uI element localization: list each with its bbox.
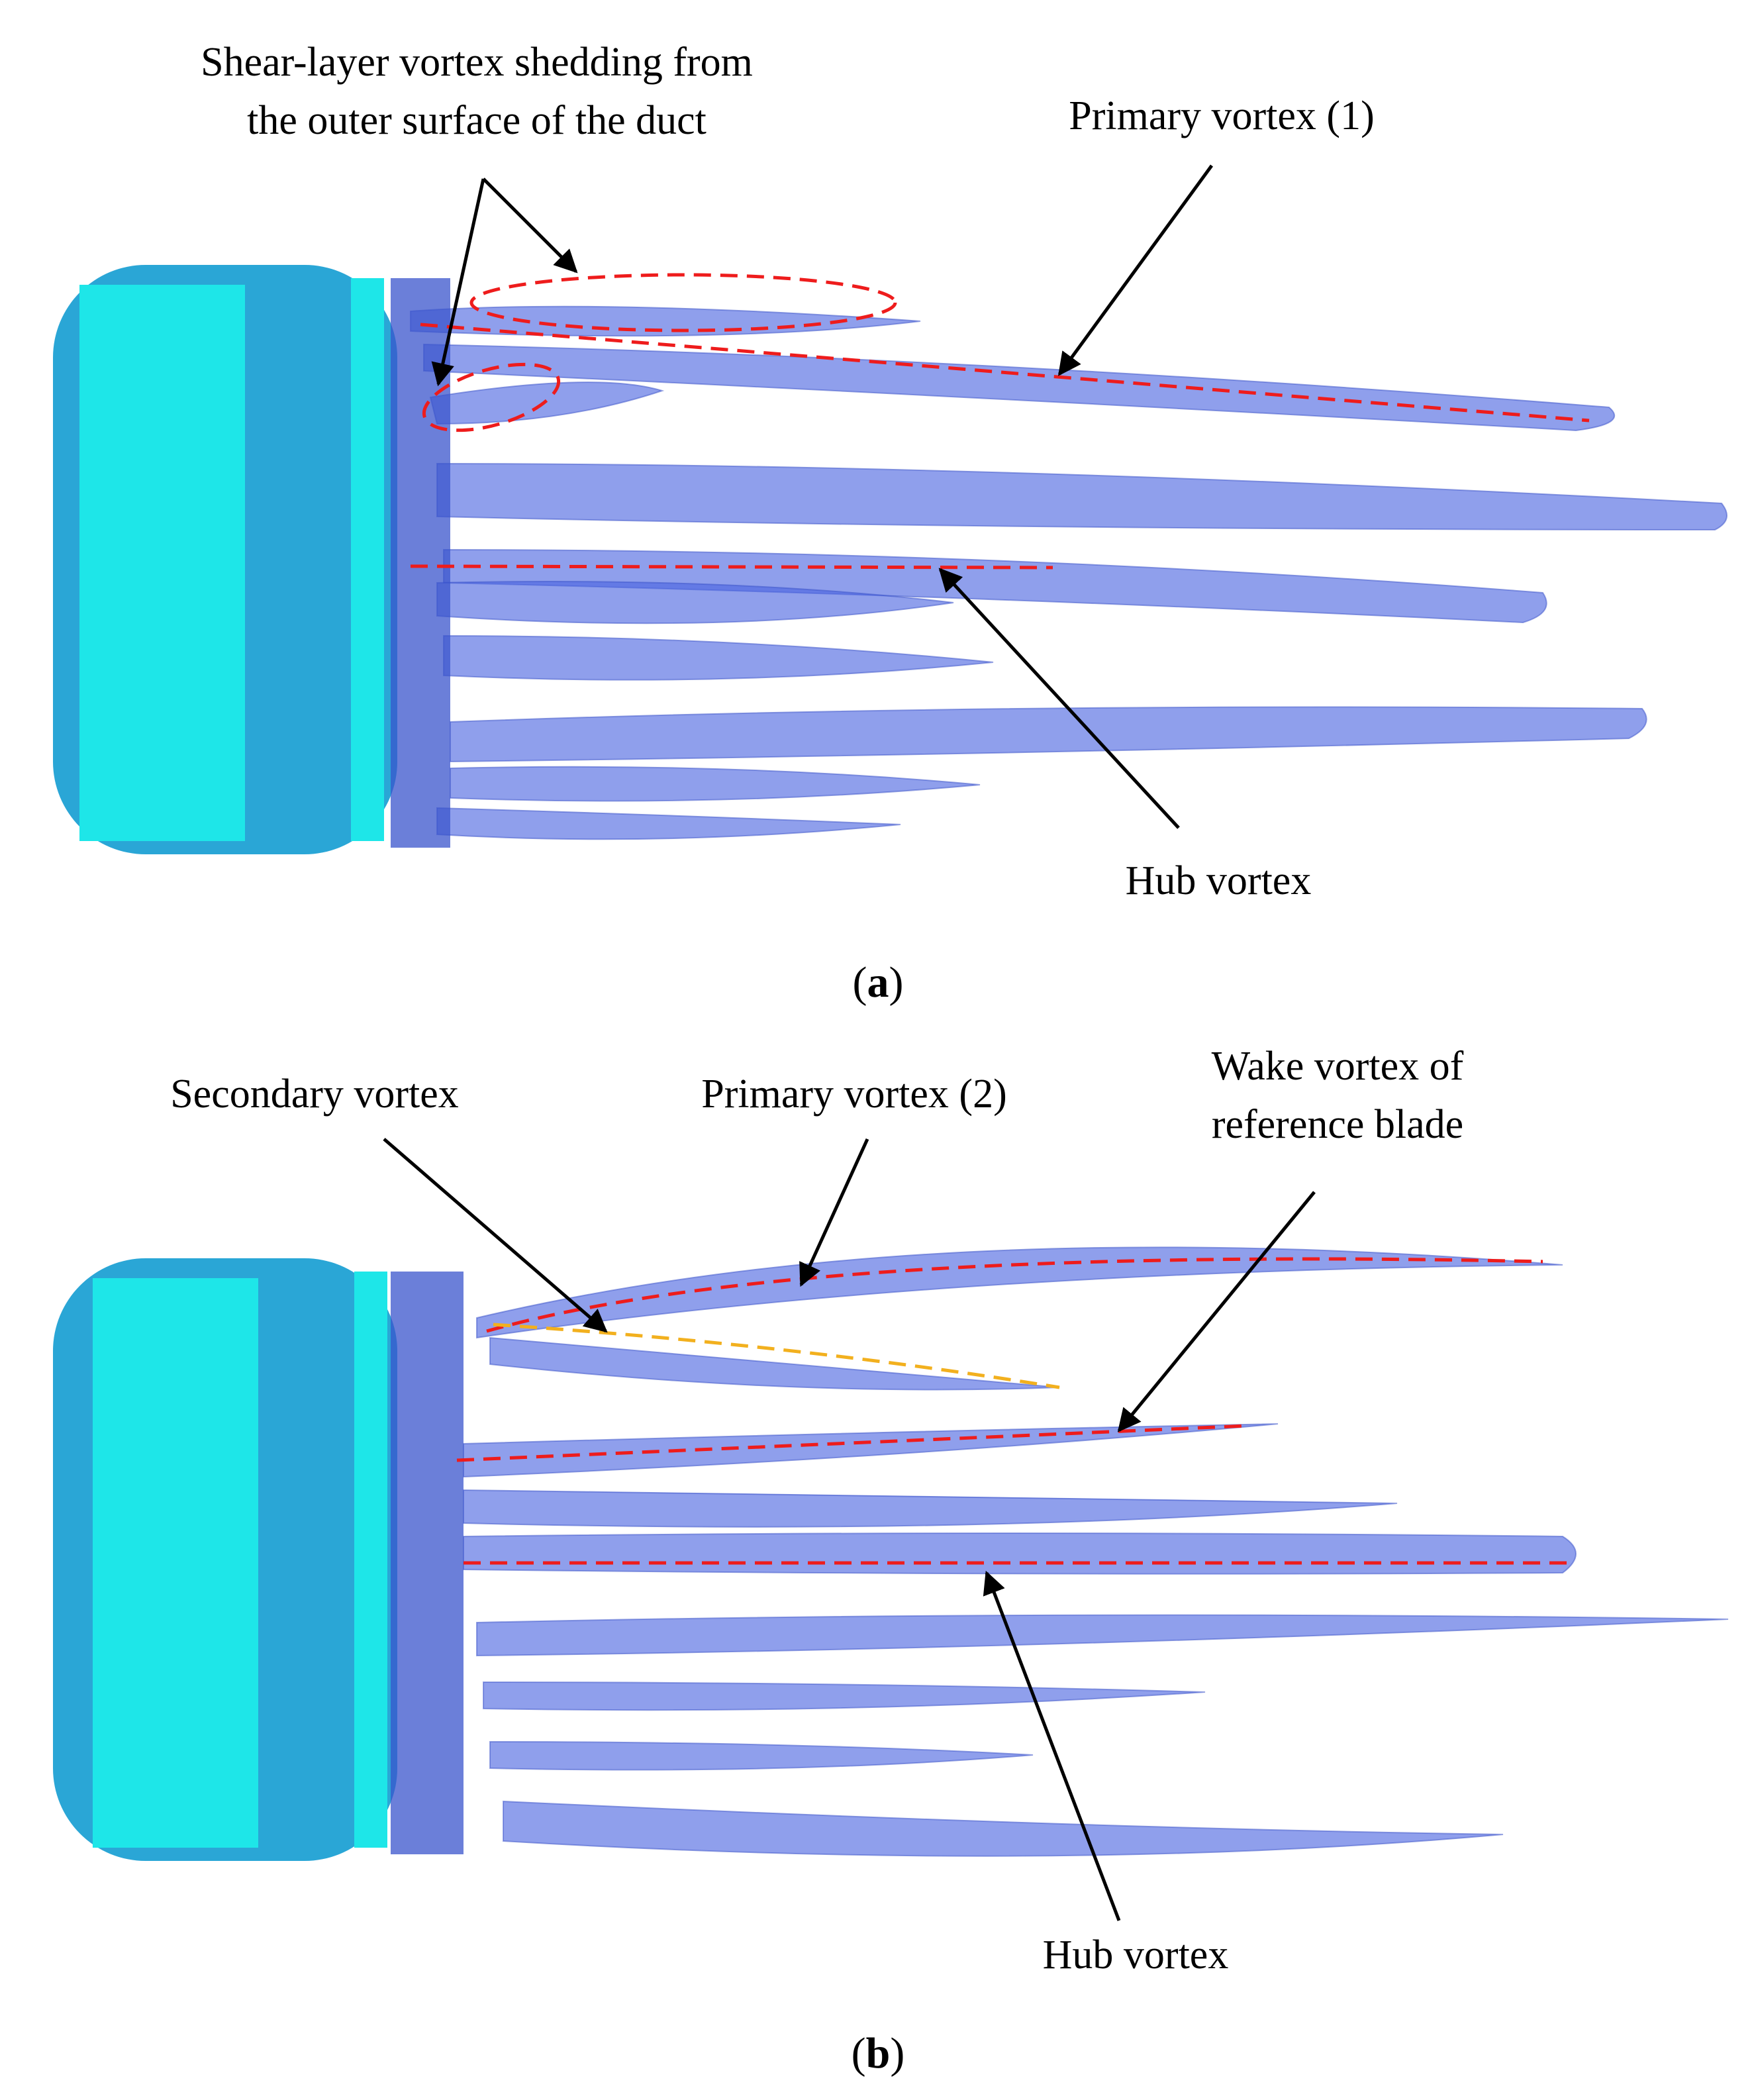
label-wake-line1: Wake vortex of — [1212, 1044, 1464, 1089]
hub-vortex-path — [410, 564, 1053, 570]
markers-b — [456, 1257, 1576, 1565]
primary-vortex-path — [420, 323, 1590, 423]
vortex-tube — [436, 807, 901, 840]
vortex-tube — [483, 1681, 1206, 1711]
shear-layer-ellipse — [422, 362, 561, 432]
caption-b-open: ( — [852, 2029, 866, 2077]
label-shear-line2: the outer surface of the duct — [247, 98, 707, 143]
duct-a — [53, 265, 450, 854]
arrows-a — [431, 164, 1214, 829]
caption-b: (b) — [852, 2029, 905, 2077]
vortex-tube — [436, 581, 954, 625]
caption-a-letter: a — [867, 958, 889, 1007]
vortex-tube — [489, 1336, 1060, 1391]
vortex-tube — [489, 1740, 1034, 1771]
vortex-tube — [463, 1532, 1577, 1575]
caption-a-close: ) — [889, 958, 904, 1007]
vortex-tubes-a — [410, 305, 1728, 840]
label-primary-vortex-2: Primary vortex (2) — [701, 1072, 1006, 1117]
vortex-tube — [476, 1614, 1729, 1657]
arrow — [1117, 1191, 1316, 1432]
arrow — [799, 1138, 869, 1287]
label-secondary-vortex: Secondary vortex — [170, 1072, 459, 1117]
vortex-tube — [463, 1489, 1398, 1528]
vortex-tubes-b — [463, 1246, 1729, 1857]
duct-b — [53, 1258, 463, 1861]
label-primary-vortex-1: Primary vortex (1) — [1069, 93, 1374, 138]
arrow — [1057, 164, 1214, 376]
caption-a-open: ( — [853, 958, 867, 1007]
vortex-tube — [450, 766, 981, 802]
caption-a: (a) — [853, 958, 904, 1007]
arrow — [938, 568, 1180, 829]
vortex-tube — [463, 1423, 1279, 1478]
markers-a — [410, 273, 1590, 570]
label-hub-vortex-b: Hub vortex — [1043, 1932, 1229, 1977]
vortex-tube — [429, 381, 665, 425]
vortex-tube — [476, 1246, 1563, 1339]
vortex-tube — [450, 706, 1647, 763]
vortex-tube — [436, 462, 1728, 531]
vortex-tube — [443, 634, 994, 681]
shear-layer-ellipse — [469, 273, 897, 332]
arrow — [983, 1570, 1121, 1921]
caption-b-close: ) — [890, 2029, 904, 2077]
panel-a: Shear-layer vortex shedding from the out… — [53, 40, 1728, 1007]
label-hub-vortex-a: Hub vortex — [1126, 858, 1312, 903]
label-wake-line2: reference blade — [1212, 1102, 1463, 1147]
caption-b-letter: b — [866, 2029, 891, 2077]
vortex-tube — [410, 305, 921, 337]
vortex-tube — [503, 1800, 1504, 1857]
secondary-vortex-path — [493, 1323, 1060, 1389]
arrow — [482, 177, 578, 274]
arrow — [383, 1138, 608, 1333]
label-shear-line1: Shear-layer vortex shedding from — [201, 40, 753, 85]
arrows-b — [383, 1138, 1316, 1921]
panel-b: Secondary vortex Primary vortex (2) Wake… — [53, 1044, 1729, 2077]
arrow — [431, 178, 485, 387]
